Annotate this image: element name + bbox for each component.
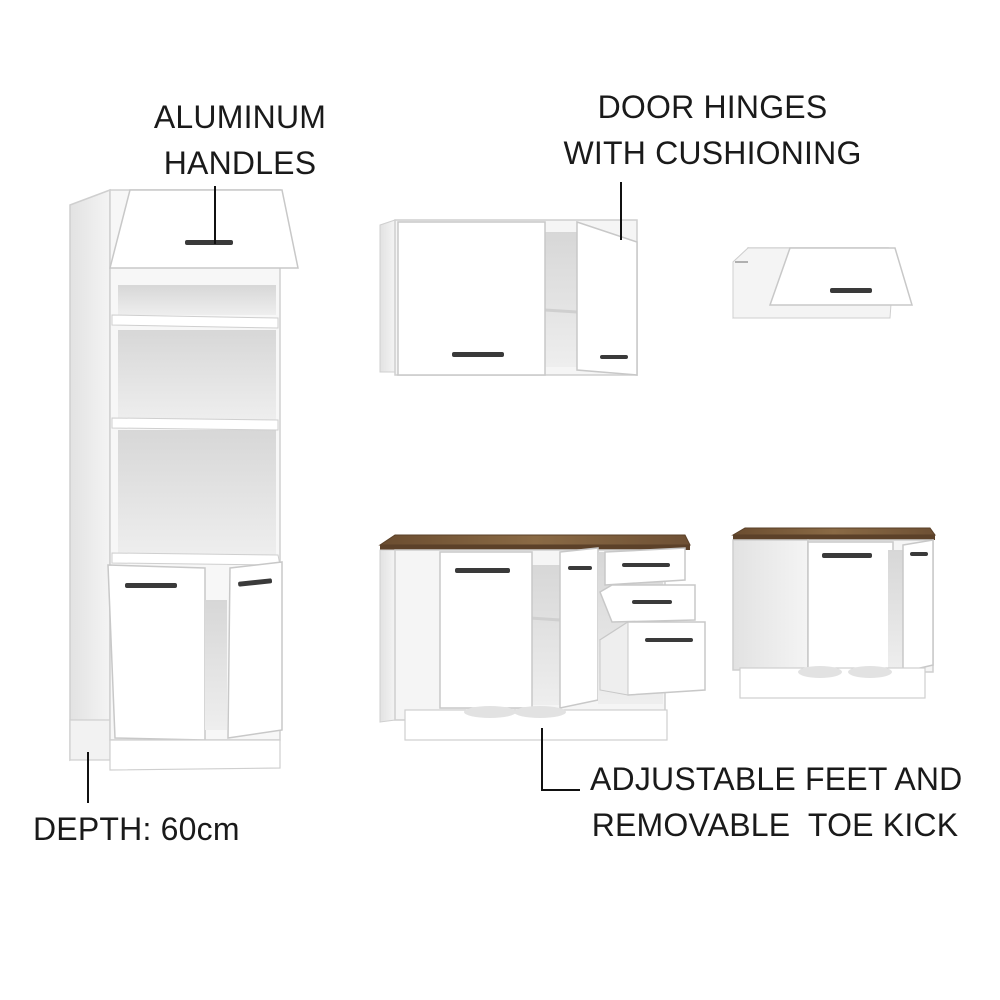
aluminum-handles-line-1: ALUMINUM xyxy=(153,99,327,135)
corner-base-cabinet xyxy=(731,527,936,699)
adjustable-feet-line-1: ADJUSTABLE FEET AND xyxy=(590,761,963,797)
adjustable-feet-label: ADJUSTABLE FEET AND REMOVABLE TOE KICK xyxy=(590,756,963,848)
wall-left-door xyxy=(397,221,546,376)
base-left-door xyxy=(439,551,533,709)
small-flap-wall-cabinet xyxy=(732,246,914,319)
tower-lower-right-door xyxy=(227,561,283,739)
double-wall-cabinet xyxy=(379,219,638,376)
tower-top-handle xyxy=(185,240,233,245)
aluminum-handles-label: ALUMINUM HANDLES xyxy=(140,94,340,186)
door-hinges-label: DOOR HINGES WITH CUSHIONING xyxy=(545,84,880,176)
tower-lower-left-door xyxy=(107,564,206,741)
tower-top-flap-door xyxy=(109,189,299,269)
wall-right-door-open xyxy=(576,220,638,376)
door-hinges-line-2: WITH CUSHIONING xyxy=(563,135,862,171)
door-hinges-line-1: DOOR HINGES xyxy=(597,89,828,125)
depth-text: DEPTH: 60cm xyxy=(33,811,240,847)
depth-label: DEPTH: 60cm xyxy=(33,806,240,852)
base-right-door-open xyxy=(559,547,599,709)
corner-door xyxy=(807,541,894,678)
adjustable-feet-line-2: REMOVABLE TOE KICK xyxy=(591,807,959,843)
small-flap-door xyxy=(768,247,914,306)
aluminum-handles-line-2: HANDLES xyxy=(163,145,317,181)
tall-oven-tower-cabinet xyxy=(69,188,299,771)
adjustable-feet-leader xyxy=(541,728,580,791)
base-cabinet-with-drawers xyxy=(378,534,706,741)
